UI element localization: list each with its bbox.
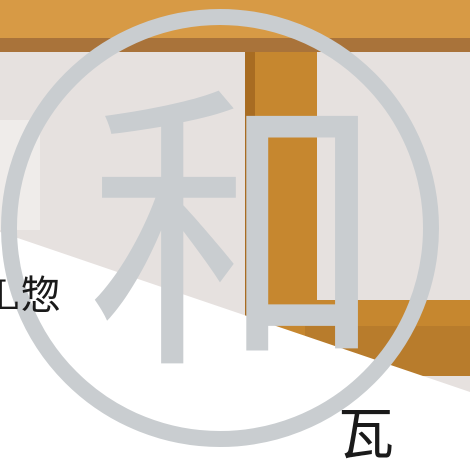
horizontal-wood-rail	[305, 300, 470, 326]
top-beam-shadow	[0, 38, 470, 52]
vertical-wood-post-edge	[245, 52, 255, 382]
logo-ring	[1, 9, 439, 447]
caption-left-text: L惣	[0, 273, 63, 319]
logo-glyph: 和	[87, 62, 387, 411]
caption-right-text: 瓦	[338, 403, 394, 468]
